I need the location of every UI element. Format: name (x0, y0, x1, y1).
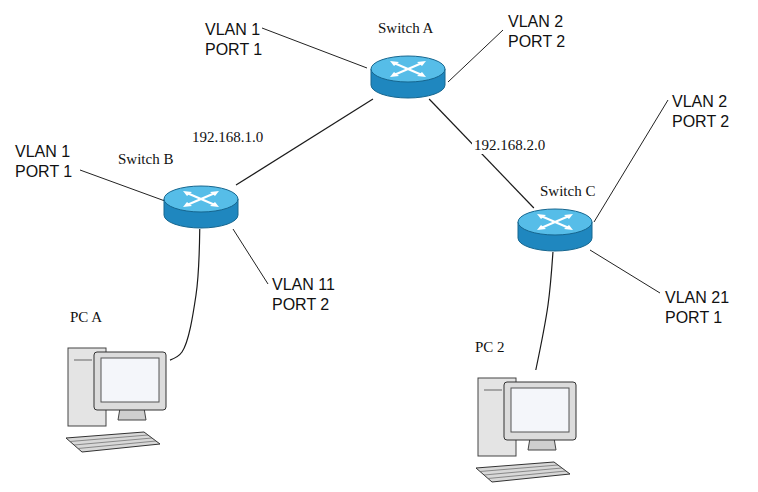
computer-icon (470, 370, 580, 485)
node-label: Switch C (540, 182, 595, 200)
screen (511, 388, 569, 432)
drive-slot (74, 360, 92, 361)
node-label: Switch B (118, 150, 173, 168)
port-callout: VLAN 1 PORT 1 (205, 20, 285, 60)
leader-line (262, 28, 367, 68)
leader-line (80, 170, 165, 201)
router-top (164, 186, 238, 212)
switch-icon (163, 185, 239, 229)
router-top (518, 209, 592, 235)
node-label: Switch A (378, 19, 433, 37)
leader-line (233, 229, 268, 284)
port-callout: VLAN 21 PORT 1 (665, 288, 745, 328)
port-callout: VLAN 1 PORT 1 (15, 142, 95, 182)
keyboard-keys (480, 465, 566, 479)
screen (101, 358, 159, 402)
keyboard-keys (70, 435, 156, 449)
node-label: PC 2 (475, 338, 505, 356)
switch-node: Switch A (370, 55, 446, 99)
port-callout: VLAN 11 PORT 2 (272, 275, 352, 315)
router-arrows (183, 191, 219, 207)
computer-icon (60, 340, 170, 455)
port-callout: VLAN 2 PORT 2 (508, 12, 588, 52)
monitor (504, 382, 576, 440)
keyboard (476, 462, 570, 482)
switch-node: Switch B (163, 185, 239, 229)
switch-icon (517, 208, 593, 252)
router-arrows (537, 214, 573, 230)
router-arrows (390, 61, 426, 77)
leader-line (448, 30, 503, 82)
leader-line (590, 250, 660, 293)
drive-slot (484, 390, 502, 391)
keyboard (66, 432, 160, 452)
link-line (170, 229, 200, 360)
switch-icon (370, 55, 446, 99)
monitor (94, 352, 166, 410)
node-label: PC A (70, 308, 102, 326)
link-line (536, 252, 553, 370)
router-top (371, 56, 445, 82)
switch-node: Switch C (517, 208, 593, 252)
leader-line (594, 100, 668, 222)
pc-node: PC 2 (470, 370, 580, 485)
pc-node: PC A (60, 340, 170, 455)
port-callout: VLAN 2 PORT 2 (672, 92, 752, 132)
network-label: 192.168.2.0 (472, 136, 547, 154)
network-label: 192.168.1.0 (190, 128, 265, 146)
